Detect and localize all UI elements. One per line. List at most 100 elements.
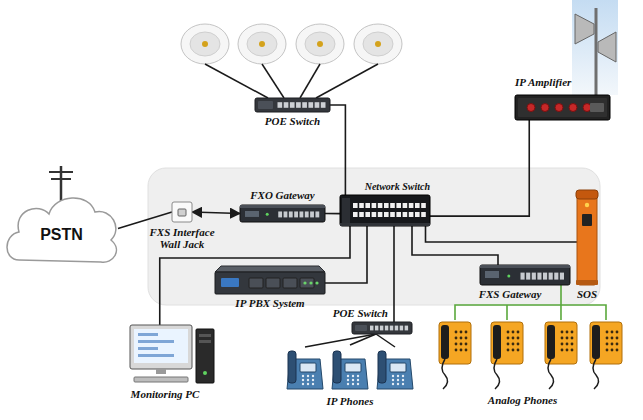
pole-crossbar (49, 172, 73, 179)
keypad-key (571, 331, 574, 334)
ethernet-port (421, 203, 426, 208)
connector-line (430, 120, 529, 216)
ethernet-port (395, 326, 398, 331)
gateway-port (315, 211, 319, 217)
poe-switch: POE Switch (352, 322, 412, 334)
speaker-body (238, 24, 286, 64)
keypad-key (571, 337, 574, 340)
keypad-key (517, 343, 520, 346)
keypad-key (460, 349, 463, 352)
device-art (172, 202, 192, 222)
ethernet-port (409, 203, 414, 208)
keypad-key (566, 343, 569, 346)
phone-wires (305, 334, 395, 347)
control-knob (555, 104, 563, 112)
keypad-key (347, 383, 349, 385)
keypad-key (465, 349, 468, 352)
ethernet-port (372, 212, 377, 217)
speaker-cone (190, 32, 220, 56)
keypad-key (566, 337, 569, 340)
wall-jack: FXS Interface Wall Jack (172, 202, 192, 222)
keypad-key (357, 375, 359, 377)
keypad-key (312, 383, 314, 385)
ethernet-port (359, 203, 364, 208)
device-label: Network Switch (300, 181, 430, 192)
screen-content (138, 333, 158, 336)
device-art (240, 205, 325, 222)
keypad-key (307, 375, 309, 377)
device-label: FXS Gateway (470, 288, 550, 300)
ethernet-port (384, 203, 389, 208)
status-led (315, 281, 318, 284)
analog-phone-body (491, 322, 523, 364)
speaker-wires (205, 64, 378, 98)
keypad-key (312, 379, 314, 381)
ethernet-port (405, 326, 408, 331)
handset-cord (494, 359, 500, 389)
keypad-key (402, 375, 404, 377)
wall-plate (172, 202, 192, 222)
keypad-key (507, 331, 510, 334)
ethernet-port (372, 203, 377, 208)
ethernet-port (421, 212, 426, 217)
switch-panel (342, 198, 350, 223)
gateway-top (480, 265, 570, 268)
gateway-port (294, 211, 298, 217)
backdrop-band (148, 168, 600, 305)
pillar-body (577, 196, 597, 285)
ip-pbx: IP PBX System (215, 272, 325, 294)
keypad-key (460, 337, 463, 340)
gateway-port (310, 211, 314, 217)
ethernet-port (375, 326, 378, 331)
connector-line (325, 226, 367, 283)
pbx-logo (221, 278, 239, 287)
switch-body (352, 322, 412, 334)
ip-phone-handset (288, 351, 296, 383)
keypad-key (517, 337, 520, 340)
keypad-key (517, 331, 520, 334)
speaker-body (181, 24, 229, 64)
jack-port (178, 209, 186, 216)
keypad-key (455, 349, 458, 352)
ethernet-port (302, 102, 307, 108)
device-label: SOS (557, 288, 617, 300)
fxo-gateway: FXO Gateway (240, 205, 325, 222)
device-label: IP Phones (290, 395, 410, 407)
device-art (290, 345, 410, 392)
analog-phone-handset (441, 325, 449, 359)
status-led (309, 281, 312, 284)
keypad-key (561, 343, 564, 346)
network-switch: Network Switch (340, 195, 430, 226)
gateway-port (305, 211, 309, 217)
keypad-key (302, 383, 304, 385)
switch-body (255, 98, 330, 112)
fxs-gateway: FXS Gateway (480, 265, 570, 285)
gateway-port (543, 273, 547, 280)
device-label: IP PBX System (205, 297, 335, 309)
keypad-key (507, 349, 510, 352)
keypad-key (455, 337, 458, 340)
status-led (507, 275, 510, 278)
device-art (480, 265, 570, 285)
keypad-key (512, 343, 515, 346)
ethernet-port (385, 326, 388, 331)
keypad-key (460, 331, 463, 334)
keypad-key (571, 343, 574, 346)
connector-line (192, 212, 240, 214)
device-label: Analog Phones (430, 394, 615, 406)
keypad-key (357, 383, 359, 385)
device-label: POE Switch (235, 115, 350, 127)
speaker-wire (300, 64, 320, 98)
pc-tower (196, 329, 214, 383)
keypad-key (512, 337, 515, 340)
speaker-center (259, 41, 265, 47)
analog-phones: Analog Phones (430, 320, 615, 392)
gateway-top (240, 205, 325, 208)
keypad-key (397, 375, 399, 377)
keypad-key (606, 337, 609, 340)
keypad-key (611, 349, 614, 352)
gateway-port (532, 273, 536, 280)
device-art (130, 325, 215, 385)
control-knob (541, 104, 549, 112)
gateway-port (521, 273, 525, 280)
